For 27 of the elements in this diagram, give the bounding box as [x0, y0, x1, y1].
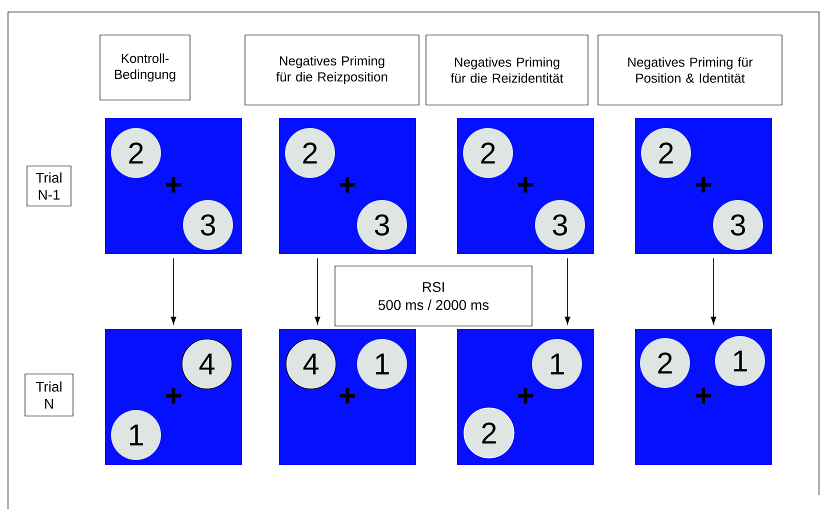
trial-label: Trial N [24, 374, 74, 416]
digit-disc: 2 [464, 408, 514, 458]
digit-disc: 3 [183, 200, 233, 250]
trial-label: Trial N-1 [26, 166, 72, 206]
digit-disc: 2 [640, 338, 690, 388]
digit-disc: 2 [641, 128, 691, 178]
digit-disc: 2 [111, 128, 161, 178]
arrow [314, 258, 320, 324]
digit-disc: 4 [182, 338, 232, 390]
arrow [564, 258, 570, 324]
digit-disc: 1 [111, 410, 161, 460]
arrow [710, 258, 716, 324]
digit-disc: 1 [532, 339, 582, 389]
arrow [170, 258, 176, 324]
condition-box: Negatives Priming für die Reizidentität [426, 34, 588, 106]
digit-disc: 2 [285, 128, 335, 178]
digit-disc: 1 [357, 339, 407, 389]
digit-disc: 2 [463, 128, 513, 178]
condition-box: Negatives Priming für Position & Identität [598, 34, 782, 106]
digit-disc: 3 [713, 200, 763, 250]
digit-disc: 3 [357, 200, 407, 250]
digit-disc: 4 [286, 338, 336, 390]
condition-box: Negatives Priming für die Reizposition [244, 34, 420, 106]
digit-disc: 3 [535, 200, 585, 250]
digit-disc: 1 [715, 336, 765, 386]
rsi-box: RSI 500 ms / 2000 ms [334, 266, 532, 326]
condition-box: Kontroll- Bedingung [100, 34, 190, 100]
